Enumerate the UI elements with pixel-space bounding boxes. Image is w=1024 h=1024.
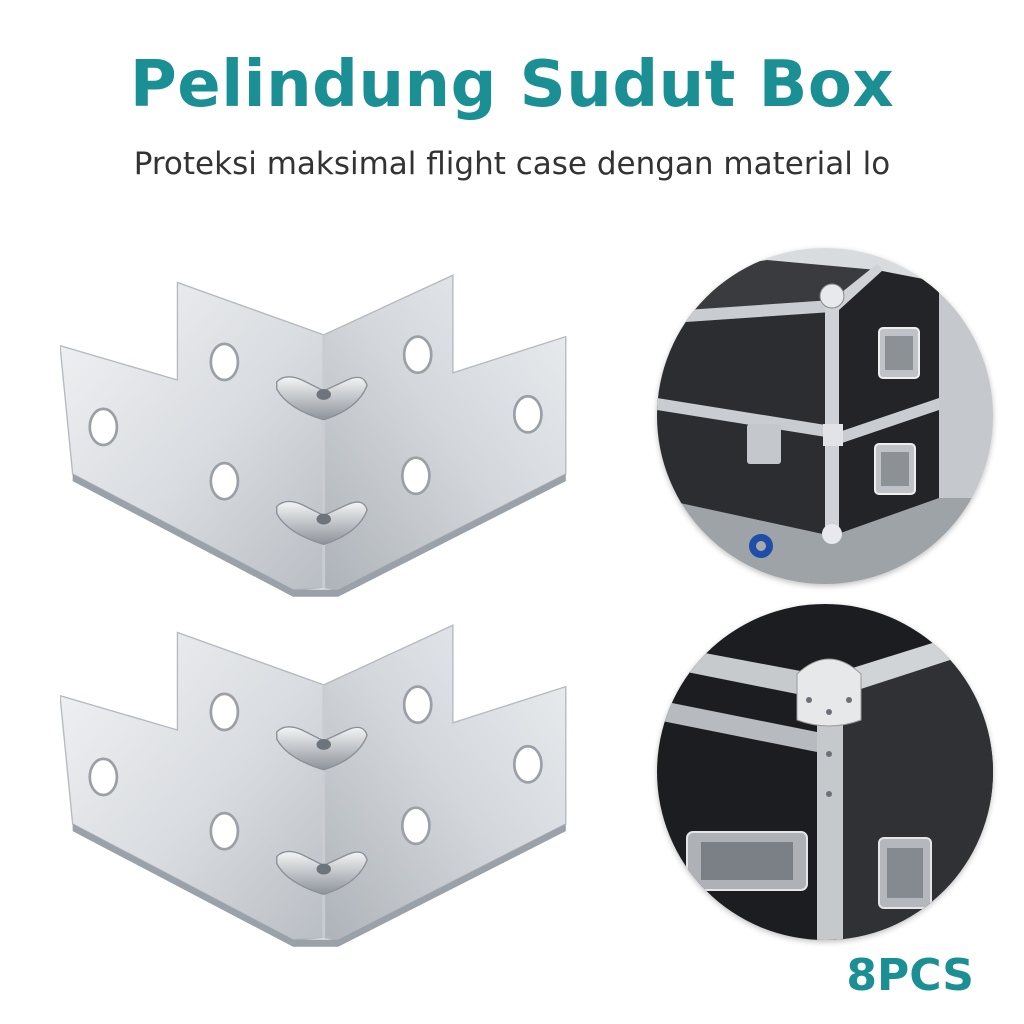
corner-bracket-bottom [60,623,568,949]
quantity-label: 8PCS [846,950,974,1001]
flight-case-corner-photo [657,248,993,584]
page-title: Pelindung Sudut Box [129,48,895,122]
flight-case-closeup-photo [657,604,993,940]
corner-bracket-top [60,273,568,599]
page-subtitle: Proteksi maksimal flight case dengan mat… [133,146,891,182]
